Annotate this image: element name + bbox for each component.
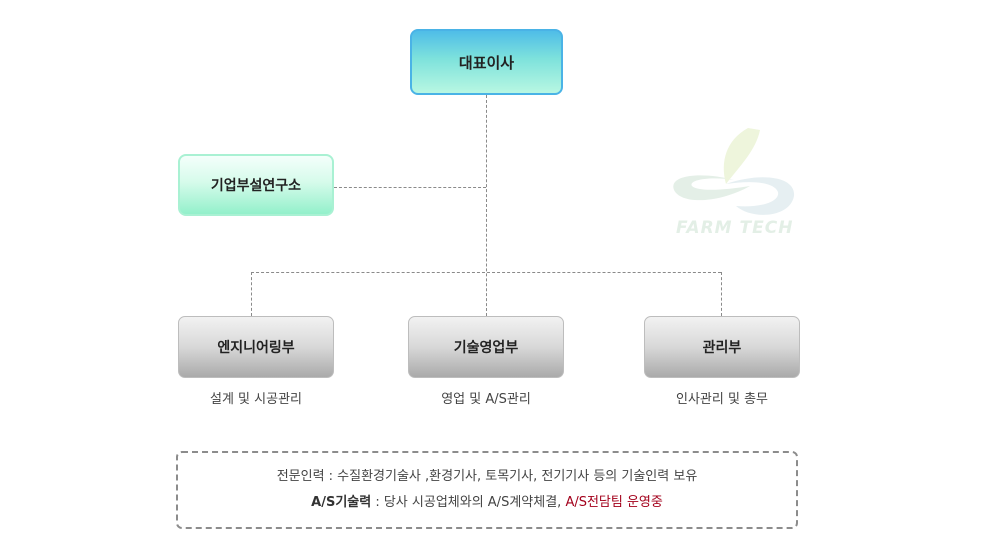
- note-line-2-label: A/S기술력: [311, 495, 372, 510]
- note-line-1: 전문인력 : 수질환경기술사 ,환경기사, 토목기사, 전기기사 등의 기술인력…: [276, 469, 698, 484]
- department-engineering-box: 엔지니어링부: [178, 316, 334, 378]
- department-engineering-desc: 설계 및 시공관리: [210, 392, 302, 407]
- department-sales-box: 기술영업부: [408, 316, 564, 378]
- department-management-box: 관리부: [644, 316, 800, 378]
- logo-text: FARM TECH: [676, 218, 794, 238]
- connector-departments: [251, 272, 721, 273]
- ceo-box: 대표이사: [410, 29, 563, 95]
- connector-ceo-down: [486, 95, 487, 316]
- note-line-2-text: : 당사 시공업체와의 A/S계약체결,: [371, 495, 566, 510]
- connector-dept-1: [251, 272, 252, 316]
- department-sales-desc: 영업 및 A/S관리: [441, 392, 531, 407]
- department-management-desc: 인사관리 및 총무: [676, 392, 768, 407]
- info-note-box: 전문인력 : 수질환경기술사 ,환경기사, 토목기사, 전기기사 등의 기술인력…: [176, 451, 798, 529]
- research-lab-box: 기업부설연구소: [178, 154, 334, 216]
- connector-lab: [334, 187, 486, 188]
- connector-dept-3: [721, 272, 722, 316]
- note-line-2: A/S기술력 : 당사 시공업체와의 A/S계약체결, A/S전담팀 운영중: [311, 490, 663, 516]
- leaf-logo-icon: [673, 128, 795, 215]
- note-line-2-highlight: A/S전담팀 운영중: [565, 495, 663, 510]
